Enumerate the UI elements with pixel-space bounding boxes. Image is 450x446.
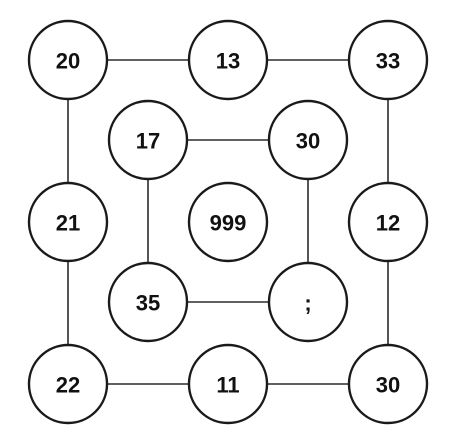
node-outer-middle-right: 12 — [347, 181, 429, 263]
node-center: 999 — [187, 181, 269, 263]
node-label: 17 — [136, 129, 160, 154]
node-circle — [107, 261, 189, 343]
node-outer-top-right: 33 — [347, 19, 429, 101]
node-label: 35 — [136, 291, 160, 316]
node-outer-top-left: 20 — [27, 19, 109, 101]
node-outer-bottom-left: 22 — [27, 343, 109, 425]
node-label: 21 — [56, 211, 80, 236]
node-label: 999 — [210, 211, 247, 236]
node-inner-top-left: 17 — [107, 99, 189, 181]
node-inner-bottom-right: ; — [267, 261, 349, 343]
node-label: 12 — [376, 211, 400, 236]
node-circle — [187, 19, 269, 101]
node-circle — [187, 343, 269, 425]
node-label: 20 — [56, 49, 80, 74]
node-label: 22 — [56, 373, 80, 398]
node-label: 30 — [296, 129, 320, 154]
node-outer-top-middle: 13 — [187, 19, 269, 101]
node-label: 33 — [376, 49, 400, 74]
node-circle — [347, 181, 429, 263]
node-inner-top-right: 30 — [267, 99, 349, 181]
node-outer-middle-left: 21 — [27, 181, 109, 263]
node-label: ; — [304, 291, 311, 316]
node-circle — [267, 99, 349, 181]
node-circle — [267, 261, 349, 343]
node-inner-bottom-left: 35 — [107, 261, 189, 343]
node-outer-bottom-right: 30 — [347, 343, 429, 425]
node-circle — [347, 343, 429, 425]
node-circle — [347, 19, 429, 101]
node-label: 13 — [216, 49, 240, 74]
node-circle — [27, 343, 109, 425]
node-circle — [187, 181, 269, 263]
node-circle — [27, 181, 109, 263]
node-label: 30 — [376, 373, 400, 398]
node-circle — [27, 19, 109, 101]
node-outer-bottom-middle: 11 — [187, 343, 269, 425]
node-circle — [107, 99, 189, 181]
node-label: 11 — [216, 373, 239, 398]
